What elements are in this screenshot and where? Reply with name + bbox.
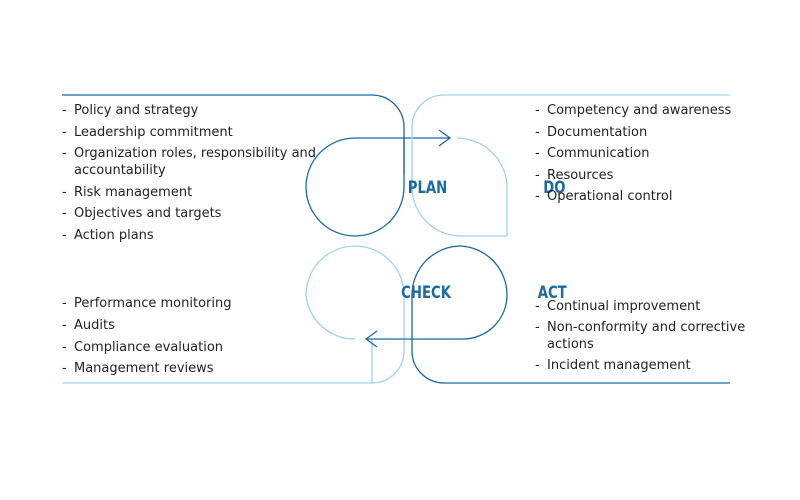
list-item: Operational control: [535, 188, 795, 205]
list-item: Compliance evaluation: [62, 339, 362, 356]
act-items-list: Continual improvement Non-conformity and…: [535, 298, 795, 378]
list-item: Competency and awareness: [535, 102, 795, 119]
list-item: Risk management: [62, 184, 362, 201]
list-item: Incident management: [535, 357, 795, 374]
list-item: Policy and strategy: [62, 102, 362, 119]
plan-to-do-arrow: [404, 129, 452, 147]
list-item: Audits: [62, 317, 362, 334]
list-item: Continual improvement: [535, 298, 795, 315]
do-items-list: Competency and awareness Documentation C…: [535, 102, 795, 210]
list-item: Non-conformity and corrective actions: [535, 319, 795, 353]
list-item: Performance monitoring: [62, 295, 362, 312]
do-frame-line: [411, 94, 730, 237]
list-item: Organization roles, responsibility and a…: [62, 145, 362, 179]
check-label: CHECK: [401, 282, 452, 302]
plan-label: PLAN: [408, 177, 448, 197]
check-items-list: Performance monitoring Audits Compliance…: [62, 295, 362, 382]
plan-frame-line: [62, 94, 405, 175]
list-item: Leadership commitment: [62, 124, 362, 141]
check-frame-line: [62, 245, 405, 384]
list-item: Management reviews: [62, 360, 362, 377]
list-item: Objectives and targets: [62, 205, 362, 222]
list-item: Documentation: [535, 124, 795, 141]
list-item: Resources: [535, 167, 795, 184]
list-item: Action plans: [62, 227, 362, 244]
plan-items-list: Policy and strategy Leadership commitmen…: [62, 102, 362, 249]
act-frame-line: [411, 245, 730, 384]
list-item: Communication: [535, 145, 795, 162]
act-to-check-arrow: [364, 330, 412, 348]
